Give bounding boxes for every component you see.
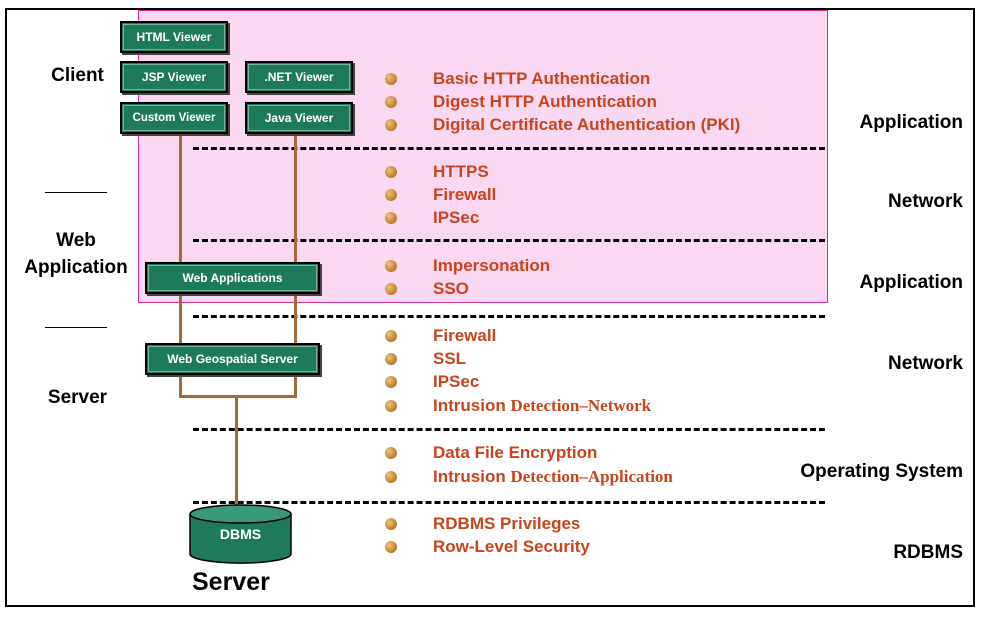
security-item: Row-Level Security [433,537,590,556]
bullet-icon [385,330,397,342]
bullet-icon [385,119,397,131]
tier-label-client: Client [51,65,104,86]
java-viewer-box: Java Viewer [245,102,353,134]
security-item: Intrusion Detection–Network [433,396,652,415]
layer-label-rdbms: RDBMS [893,542,963,563]
security-item: IPSec [433,372,480,391]
security-item: Data File Encryption [433,443,598,462]
security-item: Impersonation [433,256,551,275]
dbms-cylinder-icon [189,504,292,564]
bullet-icon [385,212,397,224]
net-viewer-box: .NET Viewer [245,61,353,93]
layer-separator [193,239,825,242]
bullet-icon [385,447,397,459]
layer-label-network: Network [888,191,963,212]
layer-label-application: Application [859,112,963,133]
tier-separator [45,192,107,193]
bullet-icon [385,376,397,388]
connector-line [179,296,182,343]
tier-separator [45,327,107,328]
layer-label-network: Network [888,353,963,374]
layer-separator [193,147,825,150]
security-item: Firewall [433,185,497,204]
security-item: Firewall [433,326,497,345]
server-footer-label: Server [192,568,270,596]
security-item: Digital Certificate Authentication (PKI) [433,115,741,134]
connector-line [179,136,182,262]
security-item: SSL [433,349,467,368]
security-item: SSO [433,279,469,298]
connector-line [179,376,182,397]
bullet-icon [385,166,397,178]
bullet-icon [385,283,397,295]
custom-viewer-box: Custom Viewer [120,102,228,134]
client-web-highlight-region [138,10,828,303]
layer-label-application: Application [859,272,963,293]
security-item: Basic HTTP Authentication [433,69,651,88]
connector-line [179,395,297,398]
layer-separator [193,501,825,504]
layer-separator [193,428,825,431]
tier-label-web-application: Web Application [24,230,128,278]
bullet-icon [385,73,397,85]
connector-line [235,395,238,515]
security-item: RDBMS Privileges [433,514,581,533]
connector-line [294,136,297,262]
web-applications-box: Web Applications [145,262,320,294]
bullet-icon [385,353,397,365]
bullet-icon [385,189,397,201]
web-geospatial-server-box: Web Geospatial Server [145,343,320,375]
security-item: IPSec [433,208,480,227]
security-item: Intrusion Detection–Application [433,467,673,486]
security-item: Digest HTTP Authentication [433,92,657,111]
security-item: HTTPS [433,162,489,181]
jsp-viewer-box: JSP Viewer [120,61,228,93]
bullet-icon [385,400,397,412]
bullet-icon [385,260,397,272]
bullet-icon [385,541,397,553]
bullet-icon [385,518,397,530]
bullet-icon [385,96,397,108]
dbms-label: DBMS [219,526,262,542]
html-viewer-box: HTML Viewer [120,21,228,53]
diagram-frame [5,8,975,607]
tier-label-server: Server [47,387,108,408]
layer-label-operating-system: Operating System [800,461,963,482]
layer-separator [193,315,825,318]
bullet-icon [385,471,397,483]
